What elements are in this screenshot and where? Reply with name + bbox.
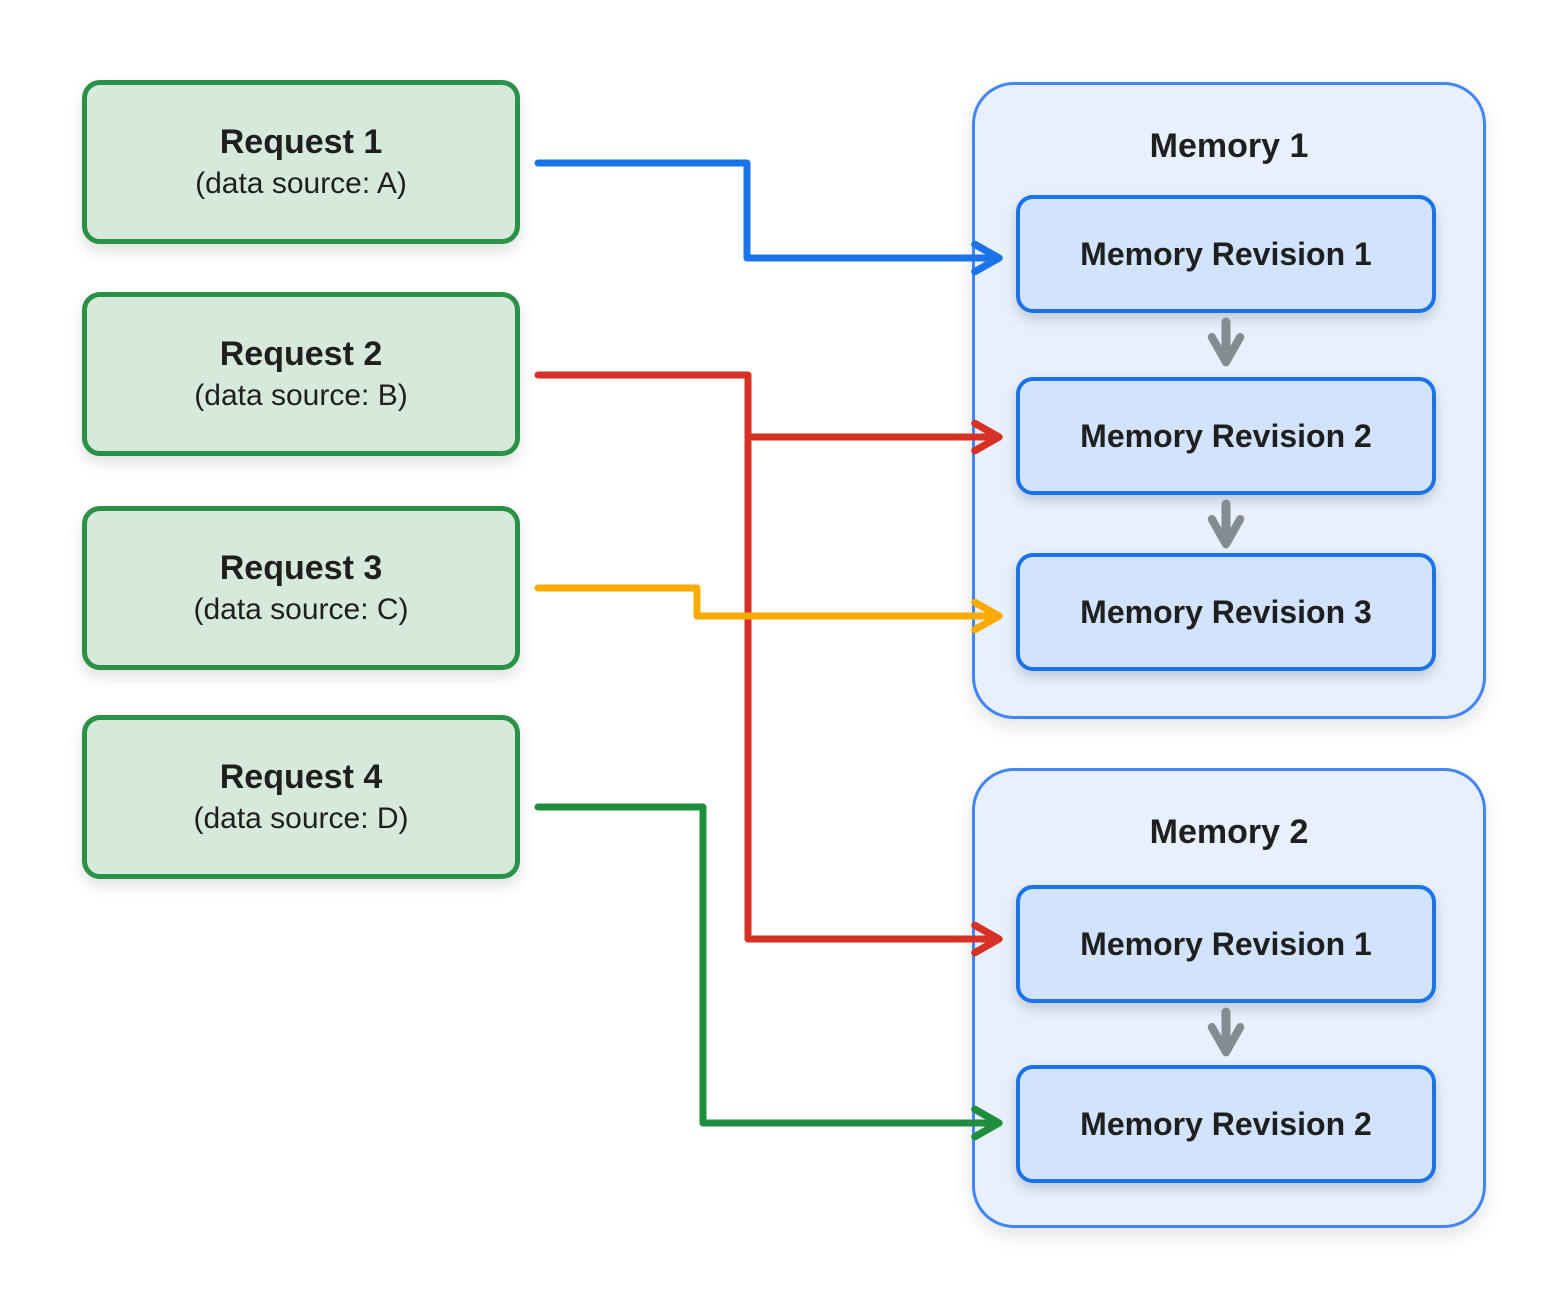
memory-1-revision-3-box: Memory Revision 3 <box>1016 553 1436 671</box>
request-1-subtitle: (data source: A) <box>195 167 407 200</box>
memory-1-revision-1-box: Memory Revision 1 <box>1016 195 1436 313</box>
request-3-subtitle: (data source: C) <box>193 593 409 626</box>
memory-1-revision-2-box: Memory Revision 2 <box>1016 377 1436 495</box>
memory-1-title: Memory 1 <box>1149 127 1309 165</box>
request-4-subtitle: (data source: D) <box>193 802 409 835</box>
connector-request1-to-memory1-revision1 <box>534 159 1003 276</box>
request-3-title: Request 3 <box>219 549 383 587</box>
memory-2-revision-2-box: Memory Revision 2 <box>1016 1065 1436 1183</box>
request-2-title: Request 2 <box>219 335 383 373</box>
memory-2-revision-1-box: Memory Revision 1 <box>1016 885 1436 1003</box>
connector-request4-to-memory2-revision2 <box>534 803 1003 1141</box>
connector-request2-to-memory2-revision1 <box>534 371 1003 957</box>
memory-1-container: Memory 1 Memory Revision 1 Memory Revisi… <box>972 82 1486 719</box>
request-1-title: Request 1 <box>219 123 383 161</box>
request-3-box: Request 3 (data source: C) <box>82 506 520 670</box>
request-1-box: Request 1 (data source: A) <box>82 80 520 244</box>
request-2-subtitle: (data source: B) <box>194 379 408 412</box>
request-4-title: Request 4 <box>219 758 383 796</box>
memory-2-title: Memory 2 <box>1149 813 1309 851</box>
request-4-box: Request 4 (data source: D) <box>82 715 520 879</box>
connector-request3-to-memory1-revision3 <box>534 584 1003 634</box>
memory-2-container: Memory 2 Memory Revision 1 Memory Revisi… <box>972 768 1486 1228</box>
request-2-box: Request 2 (data source: B) <box>82 292 520 456</box>
